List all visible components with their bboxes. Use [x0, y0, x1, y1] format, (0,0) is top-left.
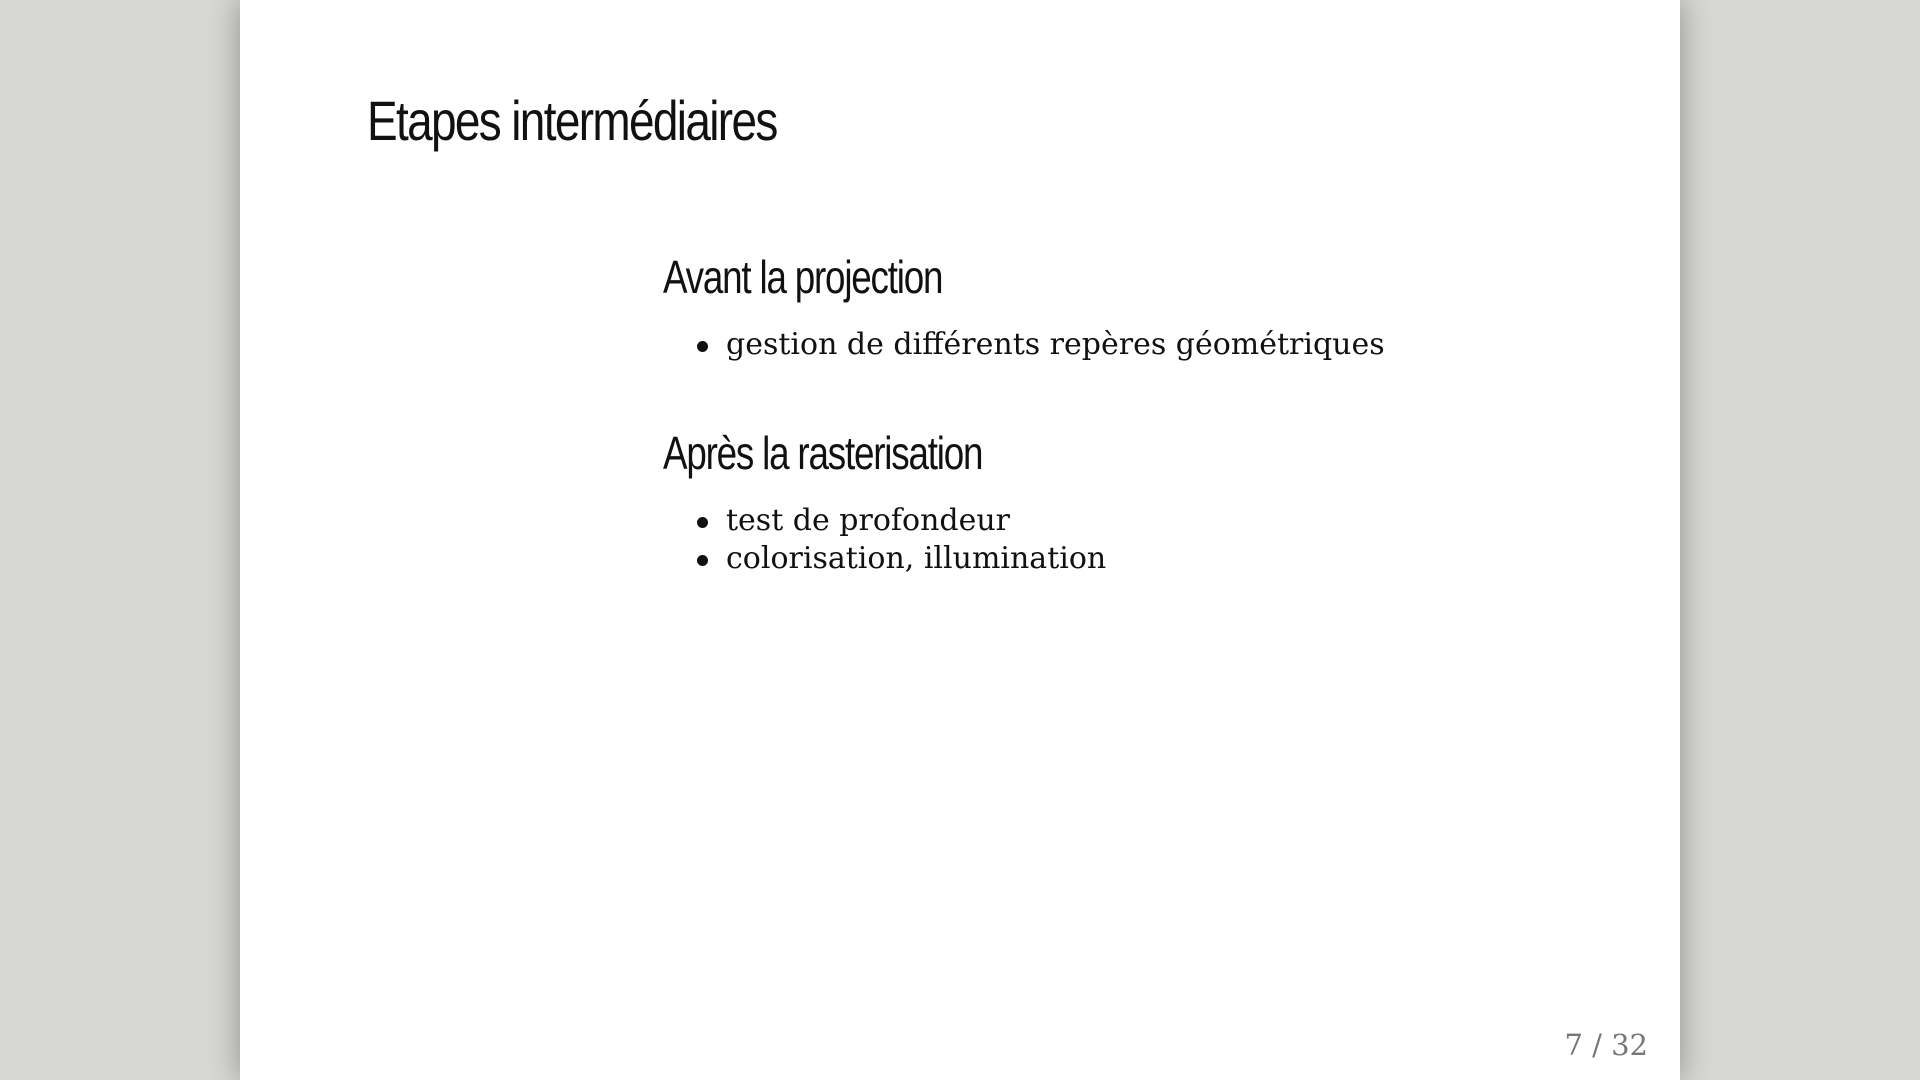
section-before-projection: Avant la projection gestion de différent… [663, 250, 1563, 364]
section-heading: Après la rasterisation [663, 427, 983, 479]
bullet-icon [697, 517, 708, 528]
list-item-text: colorisation, illumination [726, 541, 1107, 576]
slide: Etapes intermédiaires Avant la projectio… [240, 0, 1680, 1080]
slide-title: Etapes intermédiaires [367, 89, 778, 152]
bullet-list: test de profondeur colorisation, illumin… [663, 502, 1563, 578]
list-item-text: gestion de différents repères géométriqu… [726, 327, 1385, 362]
list-item: gestion de différents repères géométriqu… [697, 326, 1563, 364]
page-number: 7 / 32 [1564, 1028, 1648, 1062]
bullet-icon [697, 341, 708, 352]
slide-content: Avant la projection gestion de différent… [663, 250, 1563, 578]
section-after-rasterisation: Après la rasterisation test de profondeu… [663, 426, 1563, 578]
list-item: test de profondeur [697, 502, 1563, 540]
bullet-list: gestion de différents repères géométriqu… [663, 326, 1563, 364]
list-item: colorisation, illumination [697, 540, 1563, 578]
list-item-text: test de profondeur [726, 503, 1011, 538]
bullet-icon [697, 555, 708, 566]
section-heading: Avant la projection [663, 251, 944, 303]
